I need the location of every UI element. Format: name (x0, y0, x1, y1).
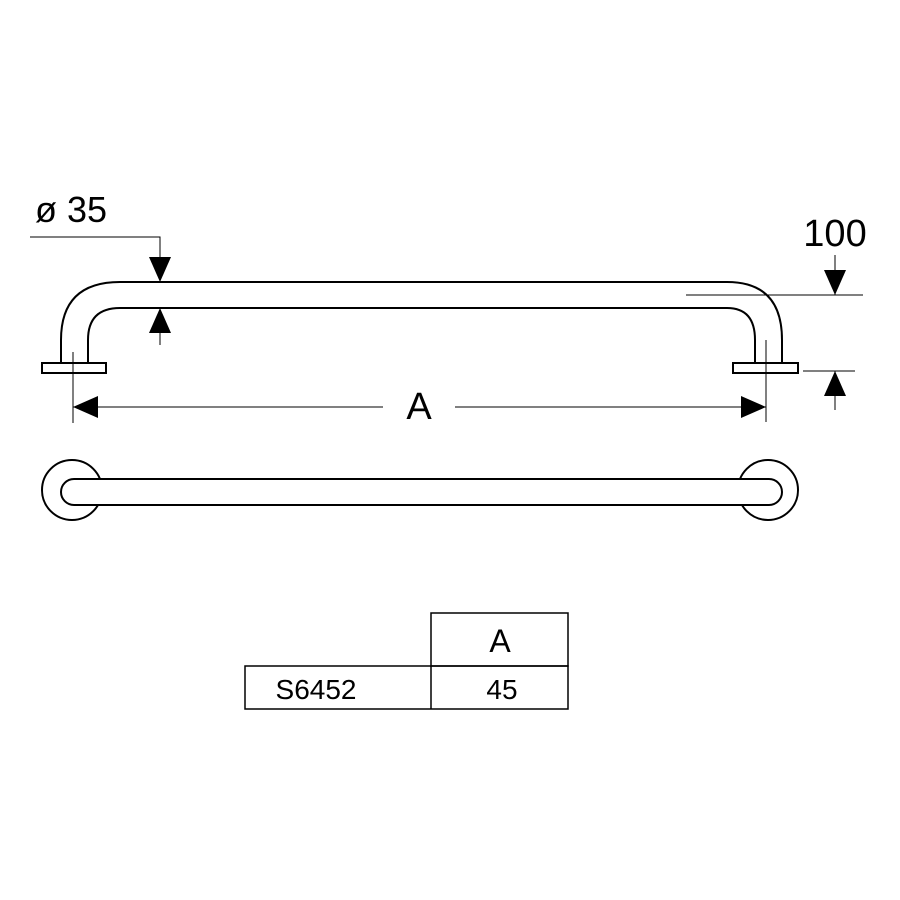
table-cell-model: S6452 (276, 674, 357, 705)
arrow-up-icon (824, 371, 846, 396)
arrow-down-icon (149, 257, 171, 282)
diameter-label: ø 35 (35, 189, 107, 230)
left-flange (41, 362, 107, 374)
arrow-up-icon (149, 308, 171, 333)
diameter-leader (30, 236, 161, 282)
tube-inner-outline (87, 307, 756, 363)
arrowheads (73, 257, 846, 418)
tube-top-view (60, 478, 783, 506)
table-row (244, 665, 569, 710)
arrow-right-icon (741, 396, 766, 418)
arrow-down-icon (824, 270, 846, 295)
table-cell-a-value: 45 (486, 674, 517, 705)
table-header-a: A (489, 623, 511, 659)
length-label: A (406, 386, 432, 428)
projection-label: 100 (803, 213, 866, 255)
arrow-left-icon (73, 396, 98, 418)
dimension-table (244, 612, 569, 710)
top-view (41, 459, 799, 521)
tube-outer-outline (60, 281, 783, 363)
